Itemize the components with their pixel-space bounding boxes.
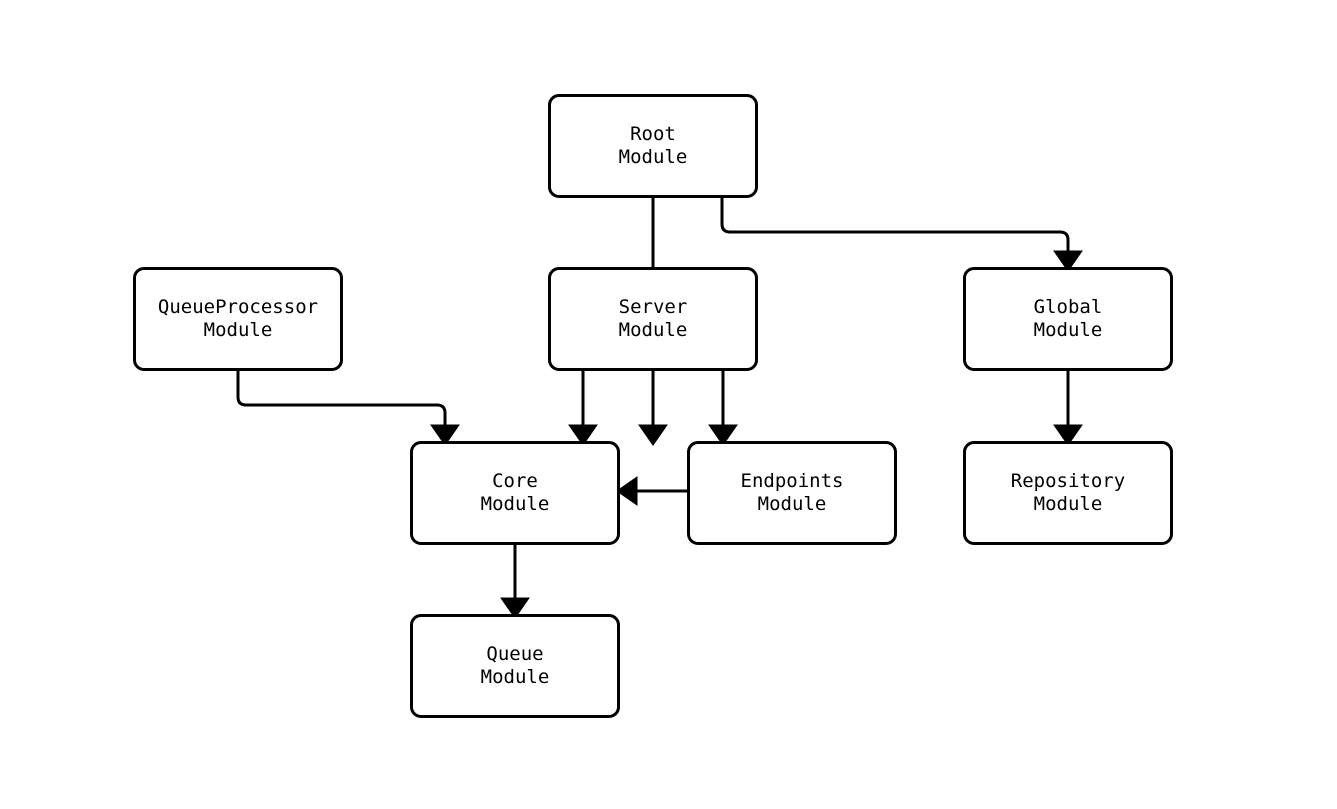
node-server-module-label: Server Module xyxy=(618,296,688,341)
node-global-module[interactable]: Global Module xyxy=(963,267,1173,371)
node-core-module[interactable]: Core Module xyxy=(410,441,620,545)
node-global-module-label: Global Module xyxy=(1033,296,1103,341)
edge-root-to-global xyxy=(720,198,1083,272)
node-queueprocessor-module-label: QueueProcessor Module xyxy=(157,296,319,341)
node-repository-module[interactable]: Repository Module xyxy=(963,441,1173,545)
node-server-module[interactable]: Server Module xyxy=(548,267,758,371)
node-repository-module-label: Repository Module xyxy=(1010,470,1126,515)
edge-queueprocessor-to-core xyxy=(236,371,460,446)
node-queueprocessor-module[interactable]: QueueProcessor Module xyxy=(133,267,343,371)
node-root-module[interactable]: Root Module xyxy=(548,94,758,198)
node-queue-module[interactable]: Queue Module xyxy=(410,614,620,718)
node-queue-module-label: Queue Module xyxy=(480,643,550,688)
node-endpoints-module[interactable]: Endpoints Module xyxy=(687,441,897,545)
node-core-module-label: Core Module xyxy=(480,470,550,515)
node-root-module-label: Root Module xyxy=(618,123,688,168)
node-endpoints-module-label: Endpoints Module xyxy=(740,470,844,515)
